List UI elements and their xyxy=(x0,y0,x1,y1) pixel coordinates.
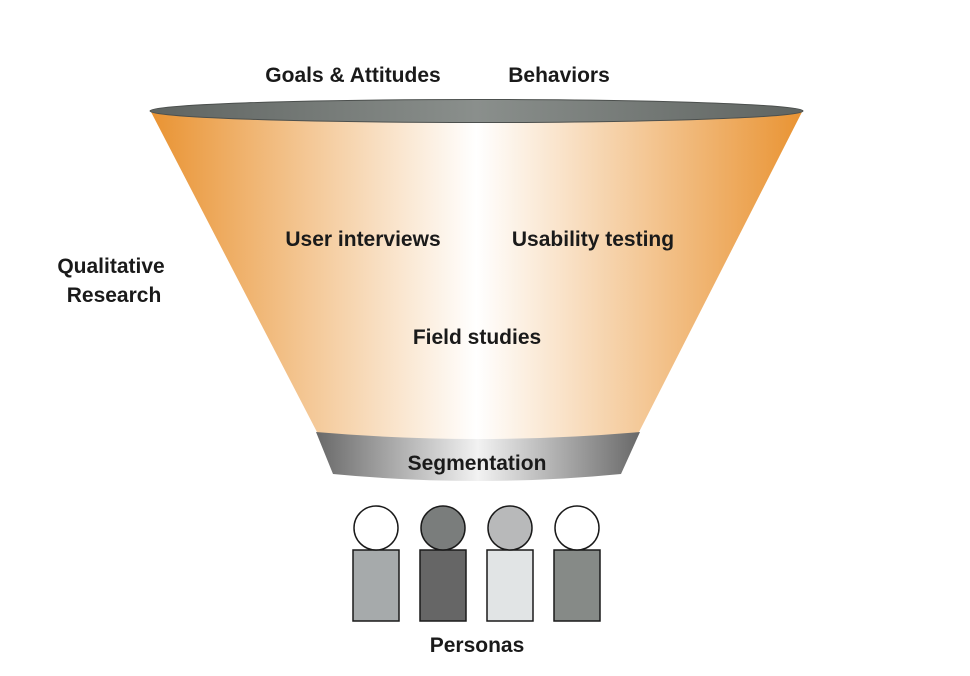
funnel-rim xyxy=(149,99,804,123)
persona-figure xyxy=(352,505,400,622)
behaviors-label: Behaviors xyxy=(508,64,610,87)
segmentation-band xyxy=(316,432,640,481)
persona-body xyxy=(419,549,467,622)
persona-figure xyxy=(553,505,601,622)
user-interviews-label: User interviews xyxy=(285,228,440,251)
persona-figure xyxy=(419,505,467,622)
research-label: Research xyxy=(67,284,162,307)
persona-head xyxy=(353,505,399,551)
field-studies-label: Field studies xyxy=(413,326,541,349)
personas-label: Personas xyxy=(430,634,525,657)
qualitative-label: Qualitative xyxy=(57,255,164,278)
usability-testing-label: Usability testing xyxy=(512,228,674,251)
personas-group xyxy=(352,505,601,622)
persona-head xyxy=(420,505,466,551)
persona-head xyxy=(487,505,533,551)
persona-body xyxy=(486,549,534,622)
persona-body xyxy=(553,549,601,622)
persona-figure xyxy=(486,505,534,622)
funnel-body xyxy=(150,110,803,440)
persona-body xyxy=(352,549,400,622)
goals-attitudes-label: Goals & Attitudes xyxy=(265,64,440,87)
segmentation-label: Segmentation xyxy=(408,452,547,475)
persona-head xyxy=(554,505,600,551)
